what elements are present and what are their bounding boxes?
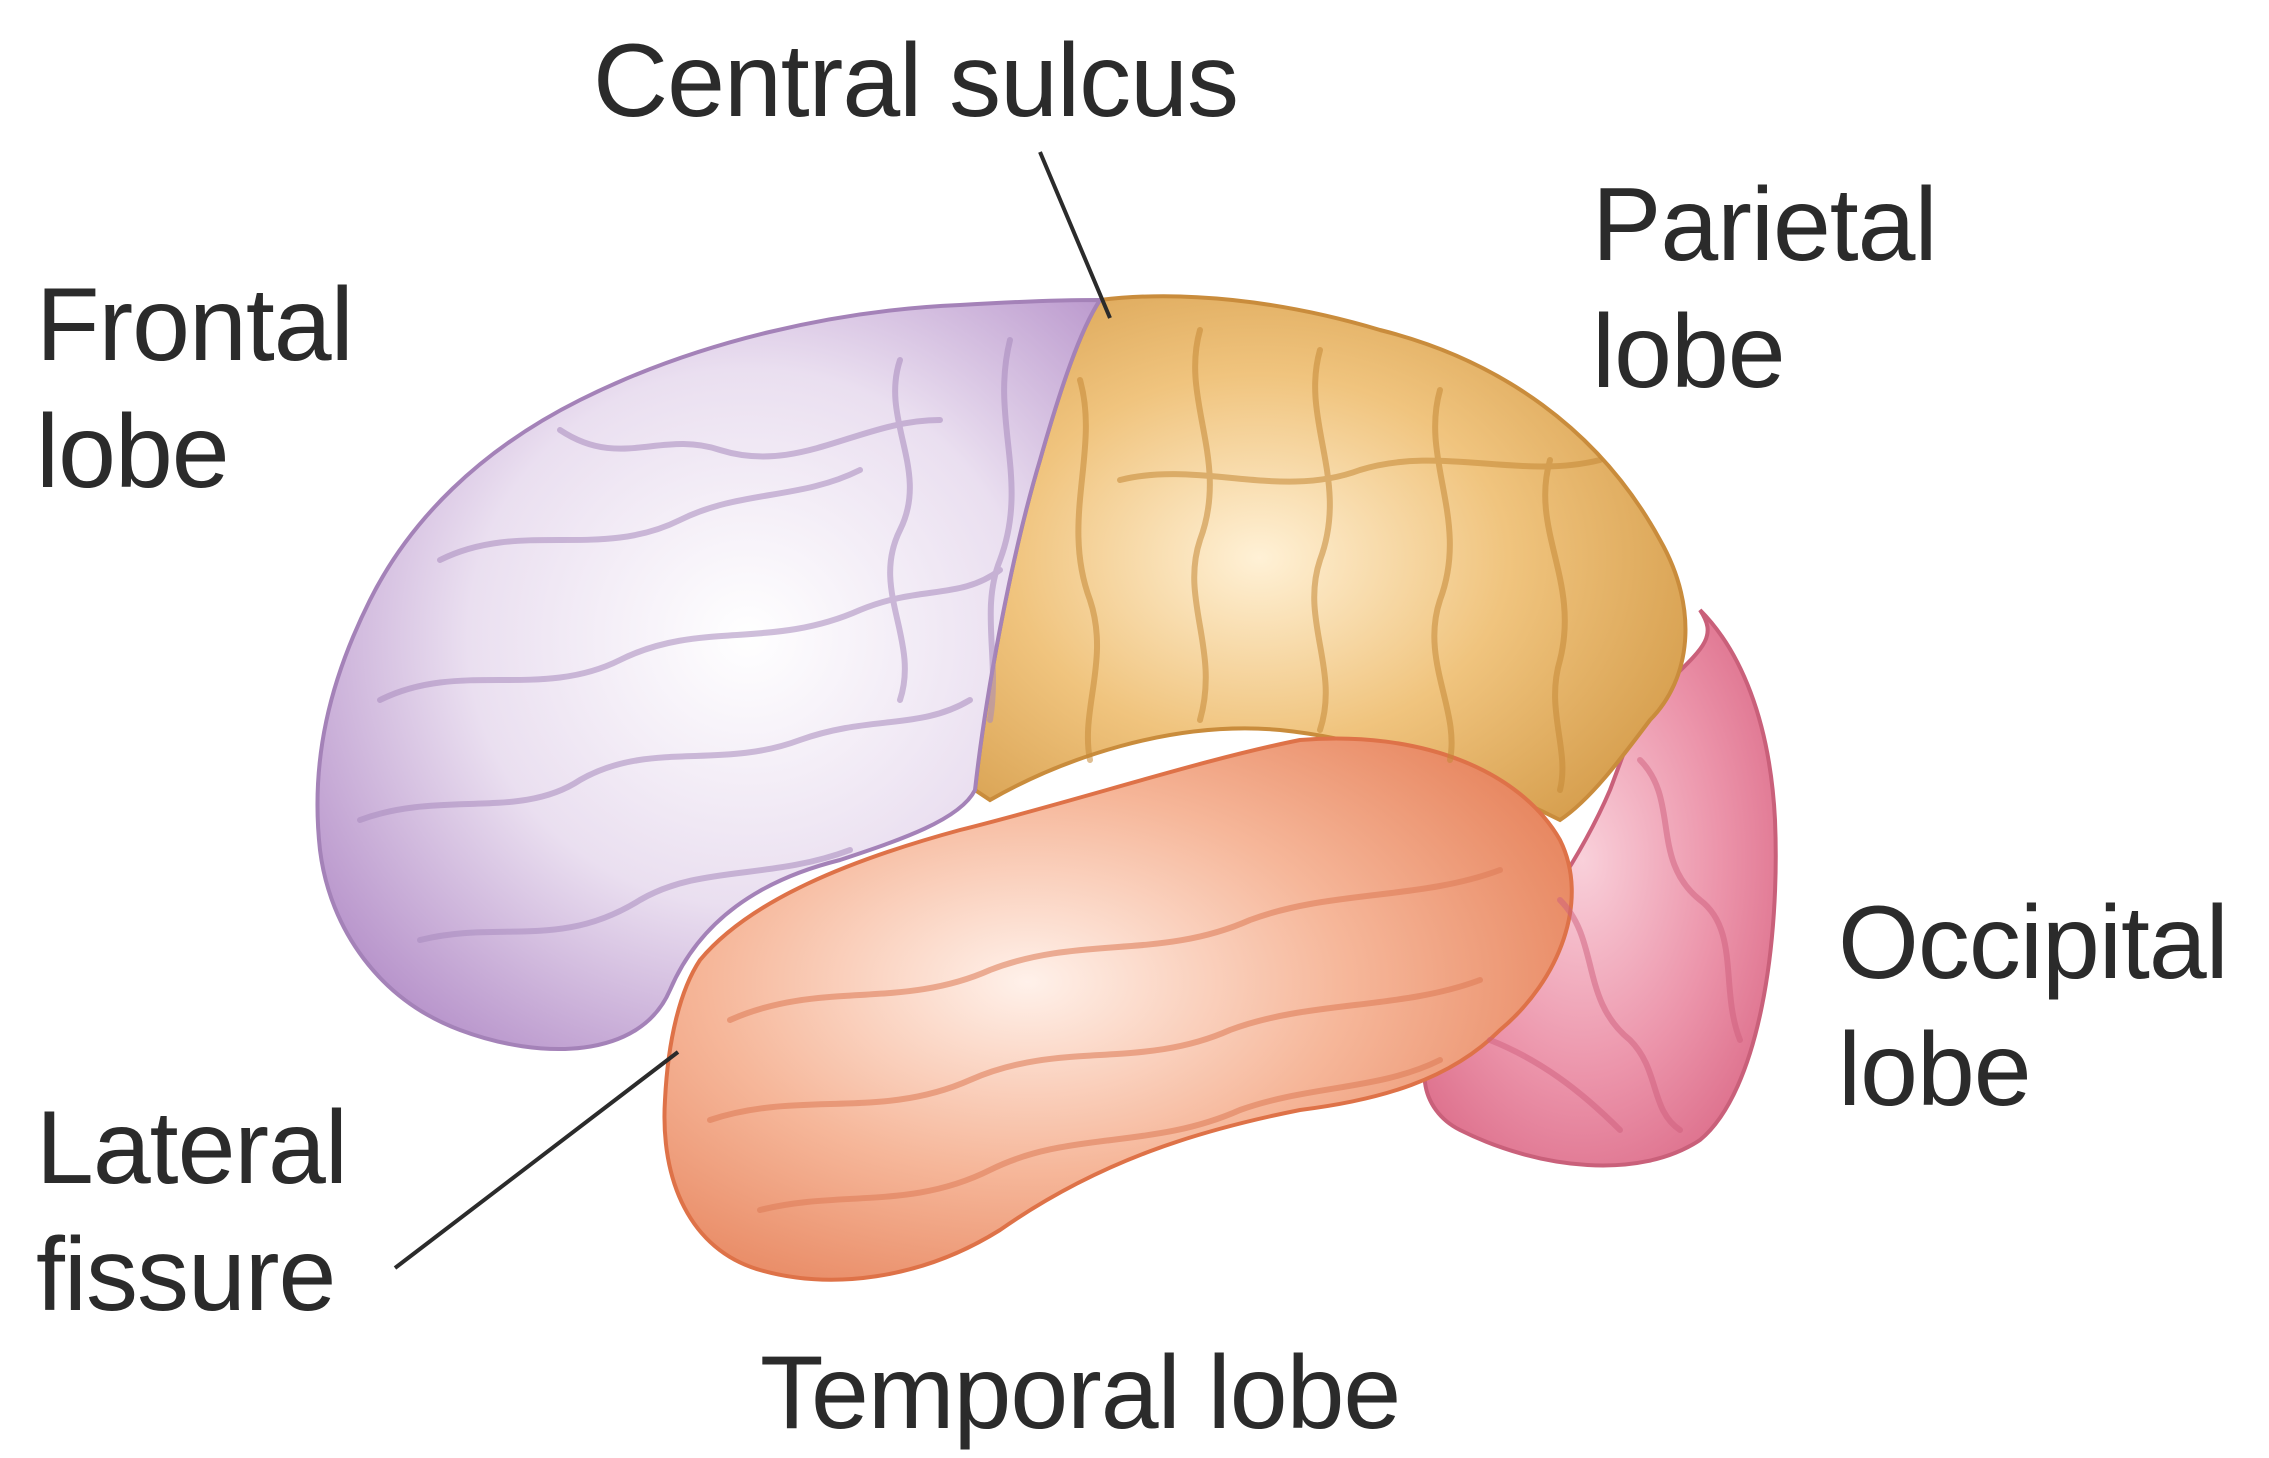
lateral-fissure-line-1: Lateral — [36, 1090, 348, 1206]
temporal-lobe-label: Temporal lobe — [760, 1330, 1401, 1457]
parietal-lobe-line-2: lobe — [1592, 293, 1786, 410]
parietal-lobe-line-1: Parietal — [1592, 167, 1938, 283]
temporal-lobe-text: Temporal lobe — [760, 1335, 1401, 1451]
frontal-lobe-line-1: Frontal — [36, 267, 354, 383]
parietal-gyri — [1075, 327, 1603, 793]
frontal-lobe-line-2: lobe — [36, 393, 230, 510]
occipital-lobe-line-1: Occipital — [1838, 885, 2229, 1001]
occipital-lobe-label: Occipital lobe — [1838, 880, 2229, 1134]
frontal-lobe-label: Frontal lobe — [36, 262, 354, 516]
frontal-lobe — [315, 297, 1104, 1052]
temporal-gyri — [707, 867, 1503, 1213]
central-sulcus-leader-line — [1038, 151, 1112, 319]
occipital-lobe-line-2: lobe — [1838, 1011, 2032, 1128]
lateral-fissure-line-2: fissure — [36, 1216, 336, 1333]
frontal-gyri — [357, 337, 1015, 943]
lateral-fissure-leader-line — [393, 1050, 680, 1270]
parietal-lobe-label: Parietal lobe — [1592, 162, 1938, 416]
occipital-gyri — [1487, 757, 1743, 1133]
temporal-lobe — [662, 736, 1574, 1282]
central-sulcus-label: Central sulcus — [593, 18, 1239, 145]
lateral-fissure-label: Lateral fissure — [36, 1085, 348, 1339]
central-sulcus-text: Central sulcus — [593, 23, 1239, 139]
